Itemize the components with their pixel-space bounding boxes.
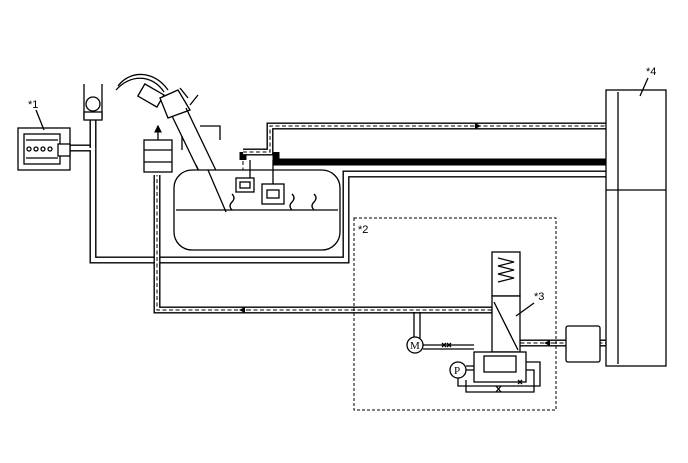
canister-filter — [565, 325, 601, 363]
inlet-valve — [143, 124, 173, 173]
label-note-1: *1 — [28, 99, 38, 111]
vent-component — [17, 127, 71, 171]
fuel-tank — [173, 169, 341, 251]
label-note-2: *2 — [358, 224, 368, 236]
label-note-3: *3 — [534, 291, 544, 303]
canister — [605, 89, 667, 367]
leak-check-module-boundary — [353, 217, 557, 411]
pump-symbol: P — [454, 365, 460, 377]
label-note-4: *4 — [646, 66, 656, 78]
switching-valve — [473, 251, 527, 383]
motor-symbol: M — [410, 340, 420, 352]
vent-valve — [83, 84, 103, 121]
cutoff-valves — [235, 160, 285, 205]
module-internals: M P — [406, 312, 541, 393]
